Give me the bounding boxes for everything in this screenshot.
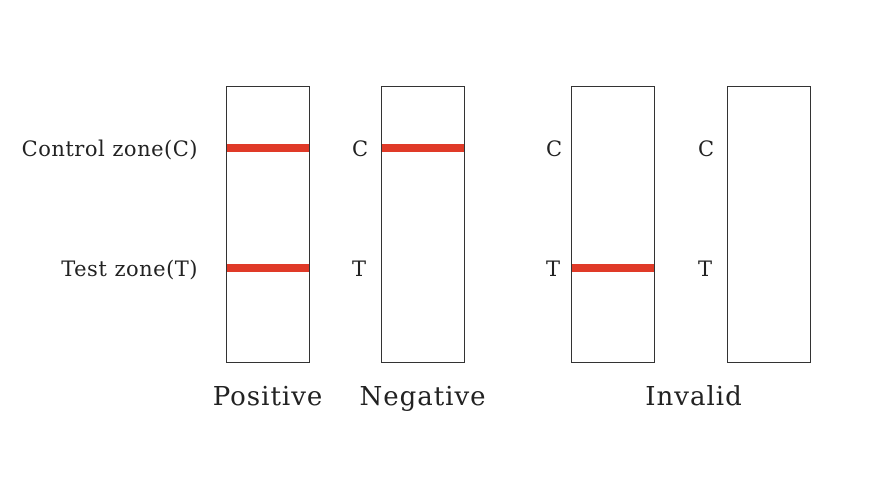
test-strip-negative bbox=[381, 86, 465, 363]
test-strip-invalid-2 bbox=[727, 86, 811, 363]
strip-letter-t: T bbox=[352, 257, 367, 281]
strip-letter-t: T bbox=[546, 257, 561, 281]
strip-letter-c: C bbox=[698, 137, 715, 161]
strip-letter-t: T bbox=[698, 257, 713, 281]
test-line bbox=[227, 264, 309, 272]
result-negative: Negative bbox=[359, 382, 487, 412]
strip-letter-c: C bbox=[546, 137, 563, 161]
result-positive: Positive bbox=[212, 382, 324, 412]
control-zone-label: Control zone(C) bbox=[21, 137, 198, 161]
test-line bbox=[572, 264, 654, 272]
control-line bbox=[227, 144, 309, 152]
strip-letter-c: C bbox=[352, 137, 369, 161]
test-strip-invalid-1 bbox=[571, 86, 655, 363]
test-strip-positive bbox=[226, 86, 310, 363]
test-zone-label: Test zone(T) bbox=[61, 257, 198, 281]
control-line bbox=[382, 144, 464, 152]
result-invalid: Invalid bbox=[645, 382, 743, 412]
